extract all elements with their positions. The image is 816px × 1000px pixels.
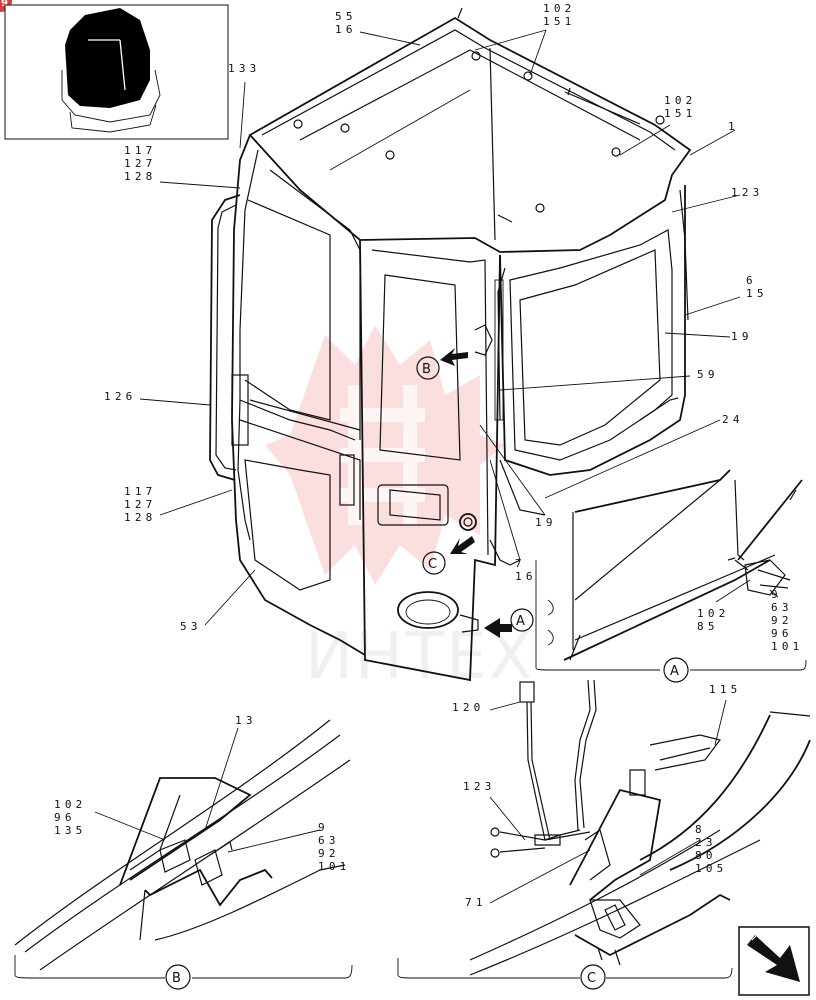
view-c-pointer-label: C [428, 557, 437, 572]
part-label-l-115: 115 [709, 683, 741, 696]
part-number: 63 [771, 601, 793, 614]
part-number: 151 [543, 15, 575, 28]
part-number: 105 [695, 862, 727, 875]
part-number: 115 [709, 683, 741, 696]
part-number: 6 [746, 274, 757, 287]
part-number: 85 [697, 620, 719, 633]
part-number: 128 [124, 511, 156, 524]
part-number: 123 [463, 780, 495, 793]
view-a-pointer-label: A [516, 614, 525, 629]
part-number: 9 [771, 588, 782, 601]
part-number: 126 [104, 390, 136, 403]
part-number: 101 [318, 860, 350, 873]
part-number: 102 [664, 94, 696, 107]
view-arrows: B C A [416, 348, 534, 638]
detail-view-a: A [535, 469, 807, 683]
part-label-l-13: 13 [235, 714, 257, 727]
part-label-l-24: 24 [722, 413, 744, 426]
leader-lines [94, 29, 779, 904]
part-number: 71 [465, 896, 487, 909]
next-page-arrow-icon[interactable] [738, 926, 810, 996]
cab-thumbnail-icon[interactable] [4, 4, 229, 140]
part-number: 128 [124, 170, 156, 183]
part-number: 7 [515, 557, 526, 570]
part-number: 16 [335, 23, 357, 36]
view-b-callout: B [172, 971, 181, 986]
part-number: 24 [722, 413, 744, 426]
part-label-l-59: 59 [697, 368, 719, 381]
view-a-callout: A [670, 664, 679, 679]
part-number: 13 [235, 714, 257, 727]
part-number: 16 [515, 570, 537, 583]
detail-view-b: B [14, 719, 353, 990]
view-c-callout: C [587, 971, 596, 986]
part-label-l-133: 133 [228, 62, 260, 75]
detail-view-c: C [397, 679, 811, 990]
part-number: 8 [695, 823, 706, 836]
part-number: 101 [771, 640, 803, 653]
view-b-pointer-label: B [422, 362, 431, 377]
part-number: 19 [535, 516, 557, 529]
part-number: 96 [54, 811, 76, 824]
part-number: 55 [335, 10, 357, 23]
part-number: 135 [54, 824, 86, 837]
part-number: 151 [664, 107, 696, 120]
part-label-l-1: 1 [728, 120, 739, 133]
part-number: 92 [318, 847, 340, 860]
part-number: 80 [695, 849, 717, 862]
part-number: 120 [452, 701, 484, 714]
part-label-l-123-C: 123 [463, 780, 495, 793]
part-number: 92 [771, 614, 793, 627]
part-number: 1 [728, 120, 739, 133]
part-number: 102 [54, 798, 86, 811]
part-label-l-53: 53 [180, 620, 202, 633]
part-number: 96 [771, 627, 793, 640]
part-label-l-19-mid: 19 [535, 516, 557, 529]
part-number: 59 [697, 368, 719, 381]
part-number: 123 [731, 186, 763, 199]
part-label-l-71: 71 [465, 896, 487, 909]
part-number: 127 [124, 157, 156, 170]
part-number: 102 [543, 2, 575, 15]
part-number: 9 [318, 821, 329, 834]
part-label-l-123-top: 123 [731, 186, 763, 199]
part-label-l-19-right: 19 [731, 330, 753, 343]
part-number: 63 [318, 834, 340, 847]
part-number: 19 [731, 330, 753, 343]
part-number: 117 [124, 485, 156, 498]
part-number: 117 [124, 144, 156, 157]
intech-watermark-logo: ИНТЕХ [265, 325, 532, 694]
part-label-l-126: 126 [104, 390, 136, 403]
part-number: 127 [124, 498, 156, 511]
part-number: 102 [697, 607, 729, 620]
cab-assembly [209, 7, 692, 682]
part-number: 15 [746, 287, 768, 300]
part-number: 133 [228, 62, 260, 75]
part-number: 23 [695, 836, 717, 849]
part-number: 53 [180, 620, 202, 633]
part-label-l-120: 120 [452, 701, 484, 714]
